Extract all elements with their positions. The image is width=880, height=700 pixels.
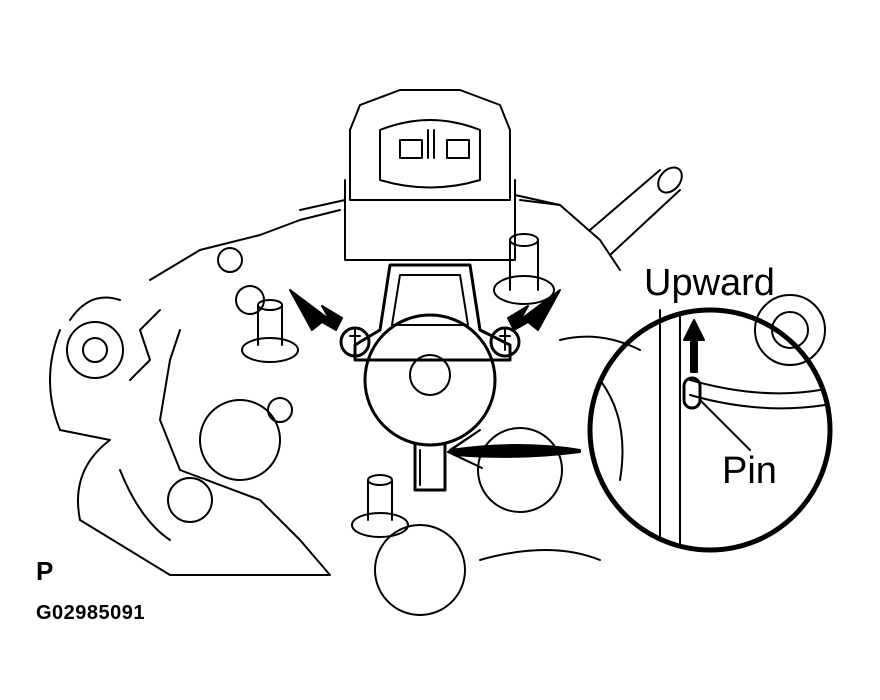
cylindrical-part [589, 166, 683, 256]
upward-arrow [683, 319, 705, 373]
stud-bottom [351, 474, 409, 538]
upward-label: Upward [644, 262, 775, 304]
figure-id: G02985091 [36, 602, 146, 624]
detail-arrow [447, 429, 581, 469]
left-bolt-arrow [289, 289, 343, 331]
view-marker: P [36, 556, 54, 586]
electrical-connector [299, 89, 561, 261]
stud-right [493, 233, 555, 305]
stud-left [241, 299, 299, 363]
right-bolt-arrow [507, 289, 561, 331]
detail-magnifier [587, 294, 833, 553]
housing-outline [49, 199, 641, 616]
sensor-bracket [339, 263, 521, 492]
pin-label: Pin [722, 450, 777, 492]
